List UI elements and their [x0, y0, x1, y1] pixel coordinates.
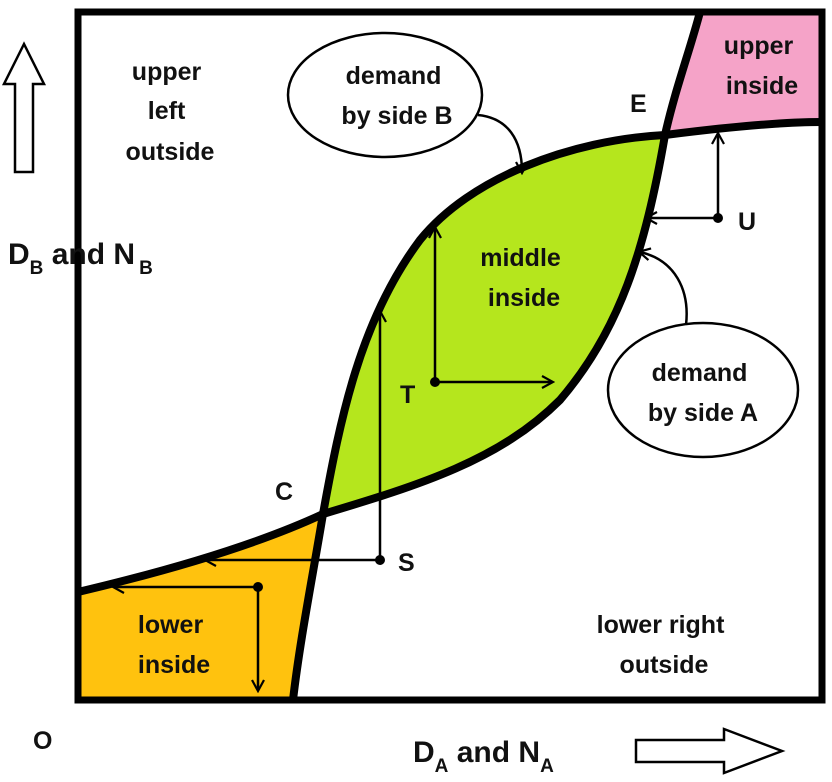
- point-c-label: C: [275, 478, 293, 506]
- point-u-label: U: [738, 208, 756, 236]
- demand-by-side-a-curve: [289, 10, 704, 701]
- adjustment-path-u: [647, 134, 718, 218]
- x-axis-label: DA and NA: [413, 736, 554, 777]
- point-s-label: S: [398, 549, 415, 577]
- middle-inside-label: middle inside: [480, 244, 568, 312]
- demand-by-side-b-curve: [77, 118, 823, 596]
- adjustment-path-s: [206, 312, 380, 560]
- upper-inside-label: upper inside: [724, 32, 800, 100]
- demand-by-side-a-label: demand by side A: [648, 359, 758, 427]
- demand-by-side-a-bubble: [606, 321, 800, 459]
- lower-inside-label: lower inside: [138, 611, 210, 679]
- upper-left-outside-label: upper left outside: [126, 58, 215, 166]
- lower-right-outside-label: lower right outside: [597, 611, 732, 679]
- lower-start-dot: [253, 582, 263, 592]
- point-t-label: T: [400, 381, 415, 409]
- demand-by-side-b-label: demand by side B: [341, 62, 452, 130]
- adjustment-path-t: [435, 228, 552, 382]
- up-arrow-icon: [1, 41, 47, 174]
- point-s-dot: [375, 555, 385, 565]
- demand-by-side-b-pointer: [477, 113, 522, 172]
- point-t-dot: [430, 377, 440, 387]
- right-arrow-icon: [634, 727, 786, 775]
- origin-label: O: [33, 727, 52, 755]
- point-u-dot: [713, 213, 723, 223]
- point-e-label: E: [630, 90, 647, 118]
- demand-by-side-a-pointer: [640, 252, 688, 326]
- middle-inside-region: [323, 135, 665, 514]
- upper-inside-region: [665, 12, 822, 135]
- diagram-frame: [74, 8, 826, 704]
- demand-by-side-b-bubble: [286, 31, 484, 159]
- adjustment-path-lower: [114, 587, 258, 690]
